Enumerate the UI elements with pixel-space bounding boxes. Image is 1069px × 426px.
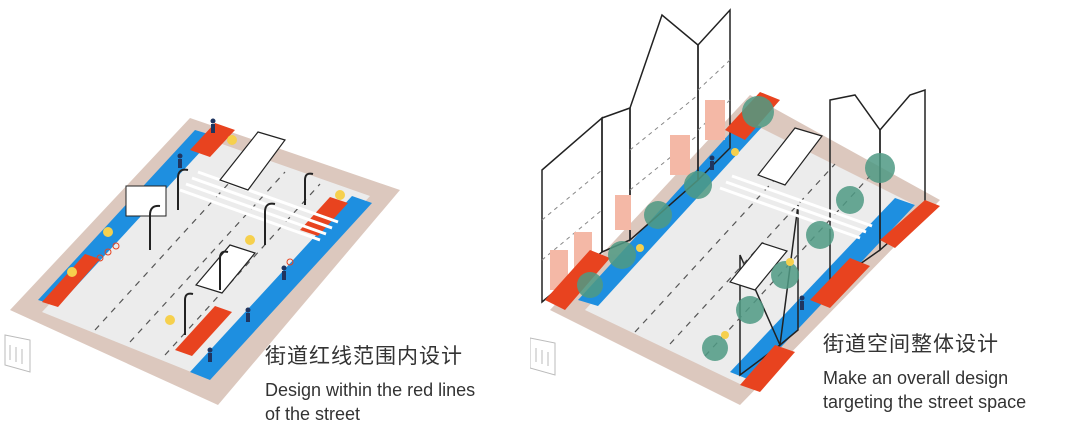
left-panel: 街道红线范围内设计 Design within the red lines of… bbox=[4, 118, 476, 424]
lamp-glows bbox=[636, 148, 794, 339]
crosswalk bbox=[719, 174, 873, 240]
street-lamps bbox=[149, 168, 314, 335]
corner-building-sketch bbox=[4, 334, 31, 373]
red-line-street-illustration bbox=[4, 118, 400, 405]
pedestrians bbox=[177, 118, 287, 362]
pedestrians bbox=[709, 155, 805, 310]
red-zones bbox=[545, 92, 940, 392]
right-subtitle-line2: targeting the street space bbox=[823, 392, 1027, 412]
right-title-zh: 街道空间整体设计 bbox=[823, 332, 999, 356]
street-trees bbox=[577, 96, 895, 361]
right-panel: 街道空间整体设计 Make an overall design targetin… bbox=[530, 0, 1069, 424]
red-zone bbox=[175, 306, 232, 356]
right-subtitle-line1: Make an overall design bbox=[823, 368, 1009, 388]
overall-street-illustration bbox=[530, 8, 940, 405]
bus bbox=[757, 127, 824, 186]
left-subtitle-line2: of the street bbox=[265, 404, 361, 424]
truck bbox=[194, 244, 257, 294]
left-subtitle-line1: Design within the red lines bbox=[265, 380, 476, 400]
truck bbox=[728, 242, 789, 291]
lamp-glows bbox=[67, 135, 345, 325]
bus-shelter bbox=[125, 185, 167, 217]
bus bbox=[219, 131, 286, 191]
corner-building-sketch bbox=[530, 337, 556, 376]
lane-markings bbox=[94, 159, 321, 356]
road-surface bbox=[585, 125, 915, 385]
parked-bikes bbox=[96, 242, 294, 266]
bike-lane-right bbox=[190, 196, 372, 380]
red-zone bbox=[42, 254, 100, 307]
red-zone bbox=[190, 123, 235, 157]
left-title-zh: 街道红线范围内设计 bbox=[265, 344, 463, 368]
